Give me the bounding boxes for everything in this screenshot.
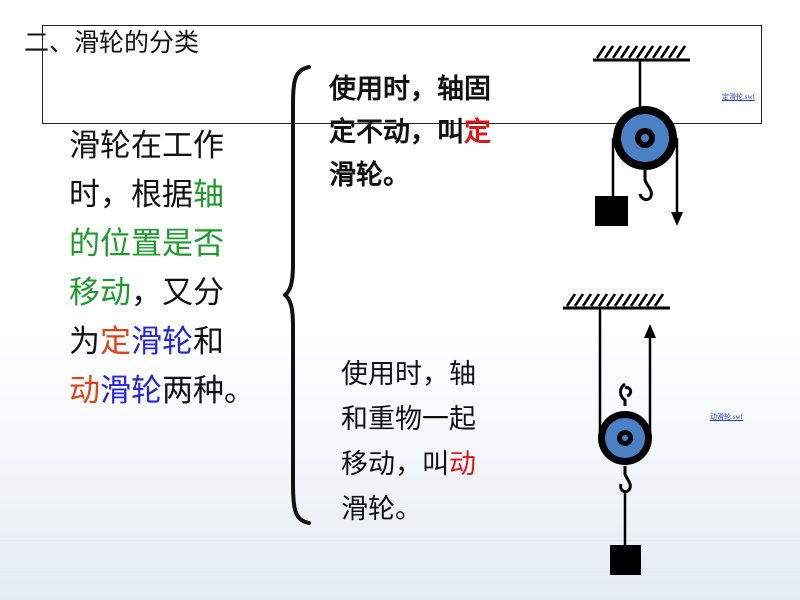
keyword-axis: 轴	[193, 177, 224, 213]
description-line: 定不动，叫定	[329, 117, 491, 148]
keyword-fixed: 定	[464, 117, 491, 148]
keyword-pulley: 滑轮	[100, 373, 162, 409]
arrow-up-icon	[644, 324, 656, 338]
title-frame	[42, 25, 762, 124]
hook-icon	[619, 382, 633, 406]
description-line: 移动，叫动	[341, 449, 476, 480]
keyword-fixed: 定	[100, 324, 131, 360]
background-line	[0, 540, 800, 541]
fixed-pulley-diagram	[593, 45, 690, 226]
ceiling-hatch-icon	[593, 45, 690, 62]
fixed-pulley-description: 使用时，轴固 定不动，叫定 滑轮。	[329, 68, 491, 197]
description-line: 滑轮。	[329, 160, 410, 191]
intro-line: 时，根据轴	[69, 177, 224, 213]
arrow-down-icon	[671, 212, 683, 226]
description-line: 使用时，轴固	[329, 74, 491, 105]
moving-pulley-swf-link[interactable]: 动滑轮.swf	[710, 413, 743, 421]
intro-paragraph: 滑轮在工作 时，根据轴 的位置是否 移动，又分 为定滑轮和 动滑轮两种。	[69, 122, 289, 416]
intro-line: 动滑轮两种。	[69, 373, 255, 409]
ceiling-hatch-icon	[563, 293, 670, 310]
moving-pulley-diagram	[563, 293, 670, 575]
hook-icon	[619, 466, 632, 494]
description-line: 滑轮。	[341, 494, 422, 525]
intro-line: 移动，又分	[69, 275, 224, 311]
intro-line: 的位置是否	[69, 226, 224, 262]
moving-pulley-description: 使用时，轴 和重物一起 移动，叫动 滑轮。	[341, 352, 476, 532]
weight-block-icon	[610, 545, 641, 575]
intro-line: 为定滑轮和	[69, 324, 224, 360]
slide-title: 二、滑轮的分类	[24, 28, 200, 57]
curly-brace-icon	[283, 65, 311, 525]
fixed-pulley-swf-link[interactable]: 定滑轮.swf	[722, 93, 755, 101]
background-line	[0, 568, 800, 569]
weight-block-icon	[595, 196, 628, 226]
keyword-moving: 动	[69, 373, 100, 409]
keyword-moving: 动	[449, 449, 476, 480]
keyword-pulley: 滑轮	[131, 324, 193, 360]
description-line: 和重物一起	[341, 404, 476, 435]
hook-icon	[638, 170, 653, 202]
description-line: 使用时，轴	[341, 359, 476, 390]
intro-line: 滑轮在工作	[69, 128, 224, 164]
keyword-move: 移动	[69, 275, 131, 311]
